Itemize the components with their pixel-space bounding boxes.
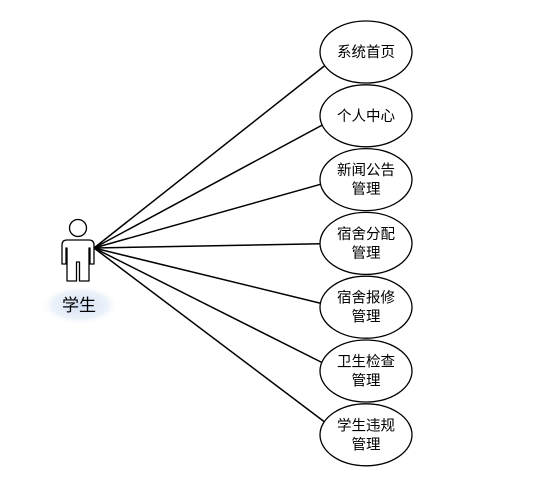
association-line-violation <box>93 247 330 426</box>
actor-glow <box>40 285 120 325</box>
use-case-label: 管理 <box>352 181 381 198</box>
use-case-label: 新闻公告 <box>337 162 395 179</box>
use-case-label: 系统首页 <box>337 44 395 61</box>
use-case-label: 个人中心 <box>337 108 395 125</box>
use-case-label: 卫生检查 <box>337 354 395 371</box>
use-case-ellipse <box>319 339 413 403</box>
use-case-profile: 个人中心 <box>319 84 413 148</box>
association-line-news <box>93 183 323 249</box>
association-line-allocation <box>93 242 321 249</box>
use-case-label: 学生违规 <box>337 417 395 434</box>
use-case-ellipse <box>319 20 413 84</box>
association-line-hygiene <box>93 247 326 365</box>
actor: 学生 <box>40 218 120 325</box>
use-case-label: 管理 <box>352 309 381 326</box>
association-line-home <box>93 61 330 249</box>
association-line-profile <box>93 122 326 249</box>
person-icon <box>61 218 95 282</box>
use-case-label: 宿舍报修 <box>337 290 395 307</box>
use-case-label: 管理 <box>352 245 381 262</box>
use-case-ellipse <box>319 403 413 467</box>
association-line-repair <box>93 247 323 305</box>
actor-name: 学生 <box>62 296 96 316</box>
use-case-label: 管理 <box>352 373 381 390</box>
use-case-ellipse <box>319 147 413 212</box>
use-case-ellipse <box>319 275 413 339</box>
use-case-label: 宿舍分配 <box>337 226 395 243</box>
use-case-home: 系统首页 <box>319 20 413 84</box>
use-case-ellipse <box>319 211 413 276</box>
associations <box>93 61 330 426</box>
use-case-label: 管理 <box>352 436 381 453</box>
use-case-ellipse <box>319 84 413 148</box>
